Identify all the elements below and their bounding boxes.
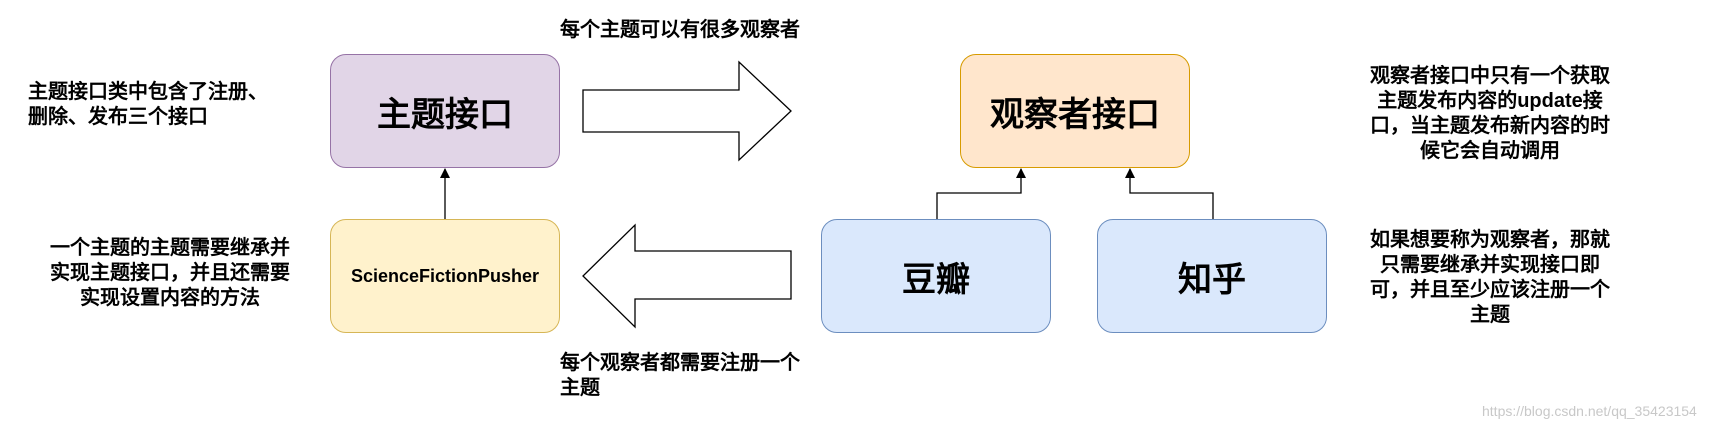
watermark: https://blog.csdn.net/qq_35423154 [1482,403,1697,419]
zhihu-box: 知乎 [1097,219,1327,333]
observer-interface-label: 观察者接口 [990,95,1160,134]
big-right-arrow [582,60,792,162]
zhihu-to-observer-arrow [1125,168,1214,219]
douban-label: 豆瓣 [902,260,970,299]
subject-interface-box: 主题接口 [330,54,560,168]
observer-note: 如果想要称为观察者，那就 只需要继承并实现接口即 可，并且至少应该注册一个 主题 [1370,229,1610,326]
observer-interface-box: 观察者接口 [960,54,1190,168]
observer-interface-note: 观察者接口中只有一个获取 主题发布内容的update接 口，当主题发布新内容的时… [1370,65,1610,162]
bottom-arrow-note: 每个观察者都需要注册一个 主题 [560,352,800,399]
subject-interface-note: 主题接口类中包含了注册、 删除、发布三个接口 [28,81,268,128]
subject-interface-label: 主题接口 [377,95,513,134]
douban-box: 豆瓣 [821,219,1051,333]
douban-to-observer-arrow [936,168,1026,219]
top-arrow-note: 每个主题可以有很多观察者 [560,19,800,41]
zhihu-label: 知乎 [1178,260,1246,299]
pusher-note: 一个主题的主题需要继承并 实现主题接口，并且还需要 实现设置内容的方法 [50,237,290,309]
science-fiction-pusher-box: ScienceFictionPusher [330,219,560,333]
big-left-arrow [582,223,792,329]
science-fiction-pusher-label: ScienceFictionPusher [350,265,540,286]
